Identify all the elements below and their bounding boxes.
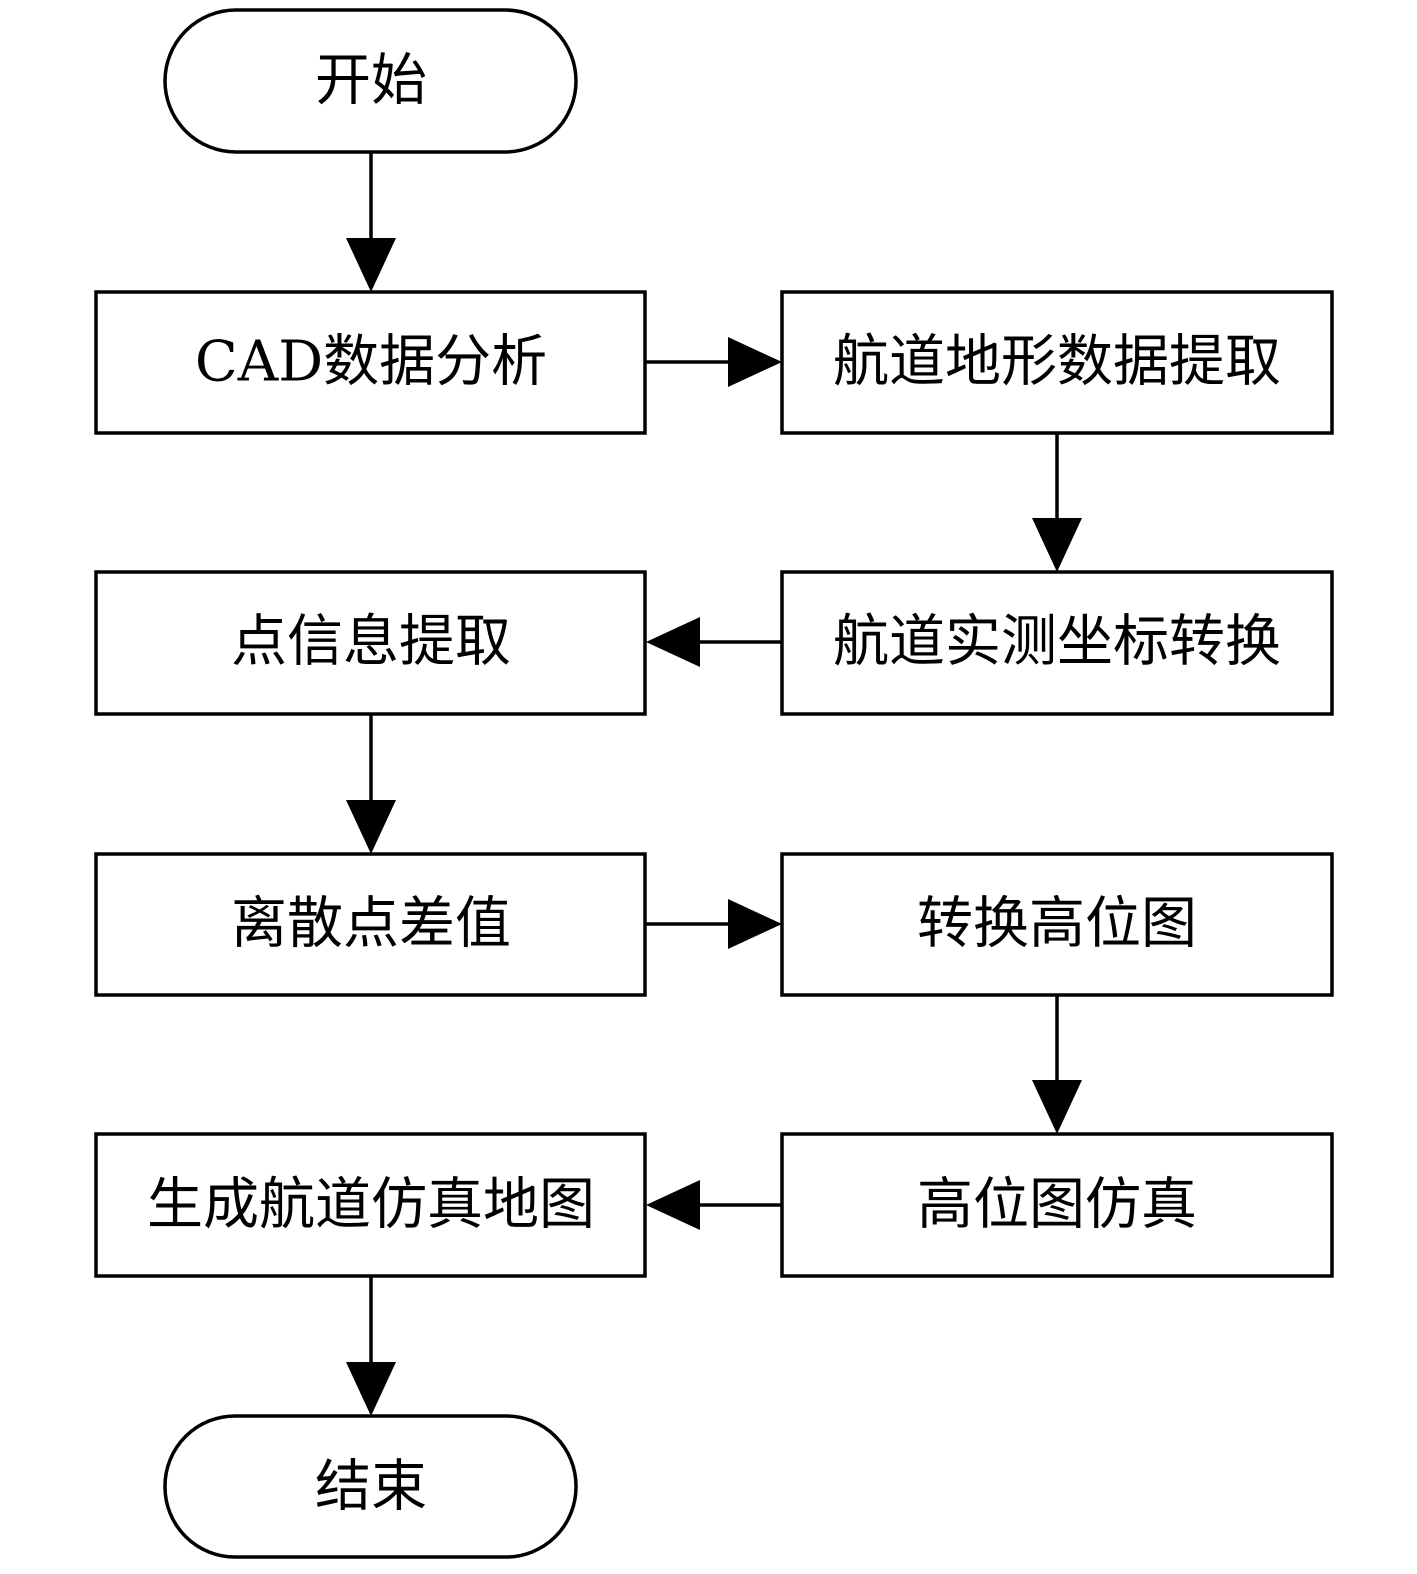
process-shape	[94, 1132, 647, 1278]
nodes: 开始 CAD数据分析 航道地形数据提取 航道实测坐标转换 点信息提取 离散点差值…	[94, 8, 1334, 1559]
process-shape	[94, 570, 647, 716]
node-interp: 离散点差值	[94, 852, 647, 997]
arrowhead-start-to-cad	[346, 238, 396, 292]
arrowhead-map-to-end	[346, 1362, 396, 1416]
process-shape	[94, 290, 647, 435]
node-coord-label: 航道实测坐标转换	[833, 610, 1281, 675]
node-cad: CAD数据分析	[94, 290, 647, 435]
node-map: 生成航道仿真地图	[94, 1132, 647, 1278]
node-start-label: 开始	[315, 49, 427, 114]
arrowhead-interp-to-heightmap	[728, 899, 782, 949]
process-shape	[780, 1132, 1334, 1278]
arrowhead-terrain-to-coord	[1032, 518, 1082, 572]
terminal-shape	[163, 1414, 578, 1559]
node-sim: 高位图仿真	[780, 1132, 1334, 1278]
node-cad-label: CAD数据分析	[195, 330, 547, 395]
process-shape	[94, 852, 647, 997]
arrowhead-coord-to-point	[646, 617, 700, 667]
node-point-label: 点信息提取	[231, 610, 511, 675]
node-terrain-label: 航道地形数据提取	[833, 330, 1281, 395]
terminal-shape	[163, 8, 578, 154]
process-shape	[780, 852, 1334, 997]
node-sim-label: 高位图仿真	[917, 1173, 1197, 1238]
node-coord: 航道实测坐标转换	[780, 570, 1334, 716]
arrowhead-sim-to-map	[646, 1180, 700, 1230]
node-map-label: 生成航道仿真地图	[147, 1173, 595, 1238]
edges	[346, 152, 1082, 1416]
node-terrain: 航道地形数据提取	[780, 290, 1334, 435]
node-end-label: 结束	[315, 1455, 427, 1520]
node-point: 点信息提取	[94, 570, 647, 716]
process-shape	[780, 570, 1334, 716]
arrowhead-point-to-interp	[346, 800, 396, 854]
node-end: 结束	[163, 1414, 578, 1559]
node-start: 开始	[163, 8, 578, 154]
node-heightmap: 转换高位图	[780, 852, 1334, 997]
arrowhead-heightmap-to-sim	[1032, 1080, 1082, 1134]
process-shape	[780, 290, 1334, 435]
node-heightmap-label: 转换高位图	[917, 892, 1197, 957]
node-interp-label: 离散点差值	[231, 892, 511, 957]
arrowhead-cad-to-terrain	[728, 337, 782, 387]
